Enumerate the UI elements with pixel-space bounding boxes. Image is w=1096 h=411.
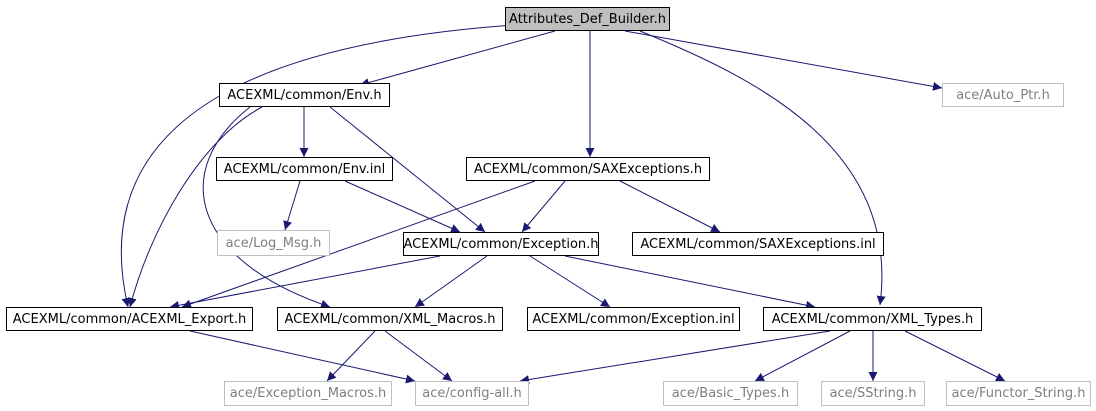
- edge-exception-h-exception-inl: [529, 255, 611, 308]
- node-basic-types-h[interactable]: ace/Basic_Types.h: [663, 381, 798, 406]
- edge-env-h-exception-h: [329, 106, 486, 233]
- node-exception-macros-h[interactable]: ace/Exception_Macros.h: [224, 381, 392, 406]
- edge-root-env-h: [359, 30, 556, 87]
- node-env-inl[interactable]: ACEXML/common/Env.inl: [216, 157, 393, 181]
- node-sstring-h[interactable]: ace/SString.h: [821, 381, 925, 406]
- node-auto-ptr-h[interactable]: ace/Auto_Ptr.h: [942, 83, 1064, 107]
- node-log-msg-h[interactable]: ace/Log_Msg.h: [217, 230, 330, 256]
- node-attributes-def-builder-h[interactable]: Attributes_Def_Builder.h: [505, 7, 670, 31]
- node-config-all-h[interactable]: ace/config-all.h: [415, 381, 529, 406]
- edge-env-inl-exception-h: [344, 180, 461, 233]
- edge-env-h-acexml-export: [127, 106, 263, 308]
- edge-xml-types-config-all: [519, 330, 831, 385]
- edge-sax-exc-exception-h: [521, 180, 566, 233]
- node-exception-h[interactable]: ACEXML/common/Exception.h: [403, 232, 599, 256]
- node-functor-string-h[interactable]: ace/Functor_String.h: [946, 381, 1091, 406]
- node-xml-types-h[interactable]: ACEXML/common/XML_Types.h: [763, 307, 982, 331]
- node-saxexceptions-inl[interactable]: ACEXML/common/SAXExceptions.inl: [632, 232, 884, 256]
- edge-acexml-export-config-all: [189, 330, 416, 384]
- edge-exception-h-xml-types: [564, 255, 816, 310]
- edge-xml-macros-exception-macros: [326, 330, 376, 382]
- node-saxexceptions-h[interactable]: ACEXML/common/SAXExceptions.h: [466, 157, 710, 181]
- node-xml-macros-h[interactable]: ACEXML/common/XML_Macros.h: [277, 307, 503, 331]
- edge-xml-types-basic-types: [754, 330, 851, 382]
- edge-root-auto-ptr: [624, 30, 943, 91]
- edge-exception-h-acexml-export: [169, 255, 441, 310]
- edge-sax-exc-acexml-export: [181, 180, 536, 309]
- node-exception-inl[interactable]: ACEXML/common/Exception.inl: [527, 307, 740, 331]
- edge-env-inl-log-msg: [283, 180, 301, 231]
- edge-xml-macros-config-all: [384, 330, 453, 382]
- edge-exception-h-xml-macros: [414, 255, 488, 308]
- edge-xml-types-functor-string: [904, 330, 1006, 382]
- node-acexml-export-h[interactable]: ACEXML/common/ACEXML_Export.h: [6, 307, 253, 331]
- node-env-h[interactable]: ACEXML/common/Env.h: [219, 83, 390, 107]
- edge-sax-exc-sax-exc-inl: [619, 180, 721, 233]
